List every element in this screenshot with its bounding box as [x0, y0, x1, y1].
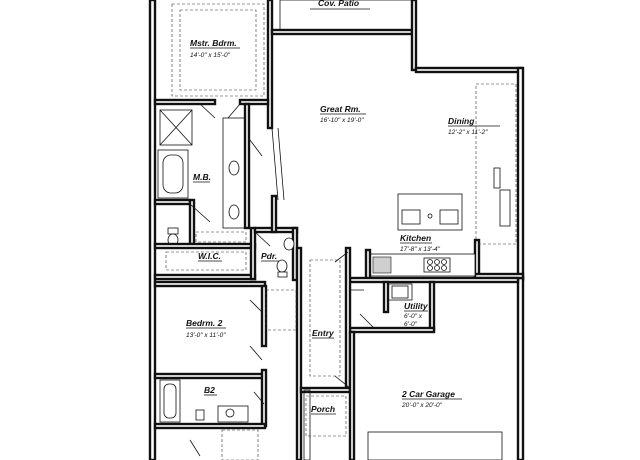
mb-label: M.B. [193, 172, 211, 182]
dining-area: Dining 12'-2" x 11'-2" [448, 83, 517, 245]
garage-area: 2 Car Garage 20'-0" x 20'-0" [348, 330, 503, 460]
exterior-walls [148, 0, 525, 460]
wic-area: W.I.C. [153, 226, 257, 281]
pdr-label: Pdr. [261, 251, 277, 261]
kitchen-area: Kitchen 17'-8" x 13'-4" [364, 193, 476, 282]
pdr-area: Pdr. [253, 226, 299, 282]
dining-label: Dining [448, 116, 475, 126]
garage-label: 2 Car Garage [401, 389, 455, 399]
mstr-bdrm-area: Mstr. Bdrm. 14'-0" x 15'-0" [153, 3, 270, 119]
cov-patio-area: Cov. Patio [279, 0, 413, 31]
utility-dim1: 6'-0" x [404, 313, 423, 320]
great-rm-dim: 16'-10" x 19'-0" [320, 117, 364, 124]
entry-area: Entry [295, 246, 352, 460]
garage-dim: 20'-0" x 20'-0" [401, 402, 443, 409]
b2-area: B2 [153, 368, 268, 460]
porch-label: Porch [311, 404, 335, 414]
utility-area: Utility 6'-0" x 6'-0" [348, 276, 520, 334]
great-rm-area: Great Rm. 16'-10" x 19'-0" [249, 104, 366, 234]
bedrm2-label: Bedrm. 2 [186, 318, 223, 328]
kitchen-label: Kitchen [400, 233, 431, 243]
kitchen-dim: 17'-8" x 13'-4" [400, 246, 441, 253]
cov-patio-label: Cov. Patio [318, 0, 359, 8]
dining-dim: 12'-2" x 11'-2" [448, 129, 488, 136]
porch-area: Porch [299, 386, 352, 460]
mb-area: M.B. [153, 102, 251, 247]
mstr-bdrm-label: Mstr. Bdrm. [190, 38, 237, 48]
great-rm-label: Great Rm. [320, 104, 361, 114]
mstr-bdrm-dim: 14'-0" x 15'-0" [190, 52, 231, 59]
utility-dim2: 6'-0" [404, 321, 418, 328]
wic-label: W.I.C. [198, 251, 221, 261]
bedrm2-area: Bedrm. 2 13'-0" x 11'-0" [153, 280, 297, 361]
bedrm2-dim: 13'-0" x 11'-0" [186, 332, 226, 339]
b2-label: B2 [204, 385, 215, 395]
utility-label: Utility [404, 301, 429, 311]
entry-label: Entry [312, 328, 335, 338]
